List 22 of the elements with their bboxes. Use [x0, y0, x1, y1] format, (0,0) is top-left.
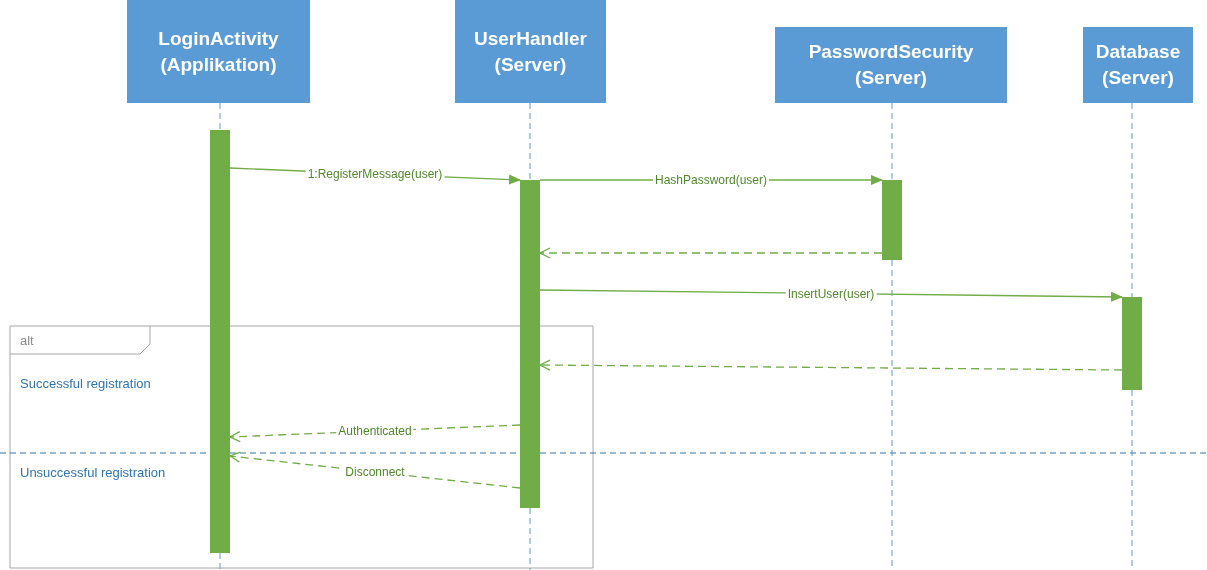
activation-bar — [1122, 297, 1142, 390]
message-label: InsertUser(user) — [785, 286, 877, 301]
lifeline — [529, 102, 531, 181]
activation-bar — [520, 180, 540, 508]
message-label: HashPassword(user) — [653, 173, 769, 187]
lifeline-header: LoginActivity (Applikation) — [127, 0, 310, 103]
return-message-arrow — [539, 359, 1123, 371]
guard-condition: Unsuccessful registration — [20, 465, 166, 480]
activation-bar — [210, 130, 230, 553]
lifeline — [219, 102, 221, 131]
lifeline-header: PasswordSecurity (Server) — [775, 27, 1007, 103]
lifeline-header: Database (Server) — [1083, 27, 1193, 103]
message-label: Authenticated — [336, 424, 414, 438]
message-label: Disconnect — [343, 465, 407, 479]
lifeline — [1131, 102, 1133, 298]
fragment-operator: alt — [20, 333, 34, 348]
lifeline — [891, 102, 893, 181]
return-message-arrow — [539, 247, 883, 259]
lifeline-header: UserHandler (Server) — [455, 0, 606, 103]
message-label: 1:RegisterMessage(user) — [305, 167, 445, 181]
activation-bar — [882, 180, 902, 260]
guard-condition: Successful registration — [20, 376, 151, 391]
